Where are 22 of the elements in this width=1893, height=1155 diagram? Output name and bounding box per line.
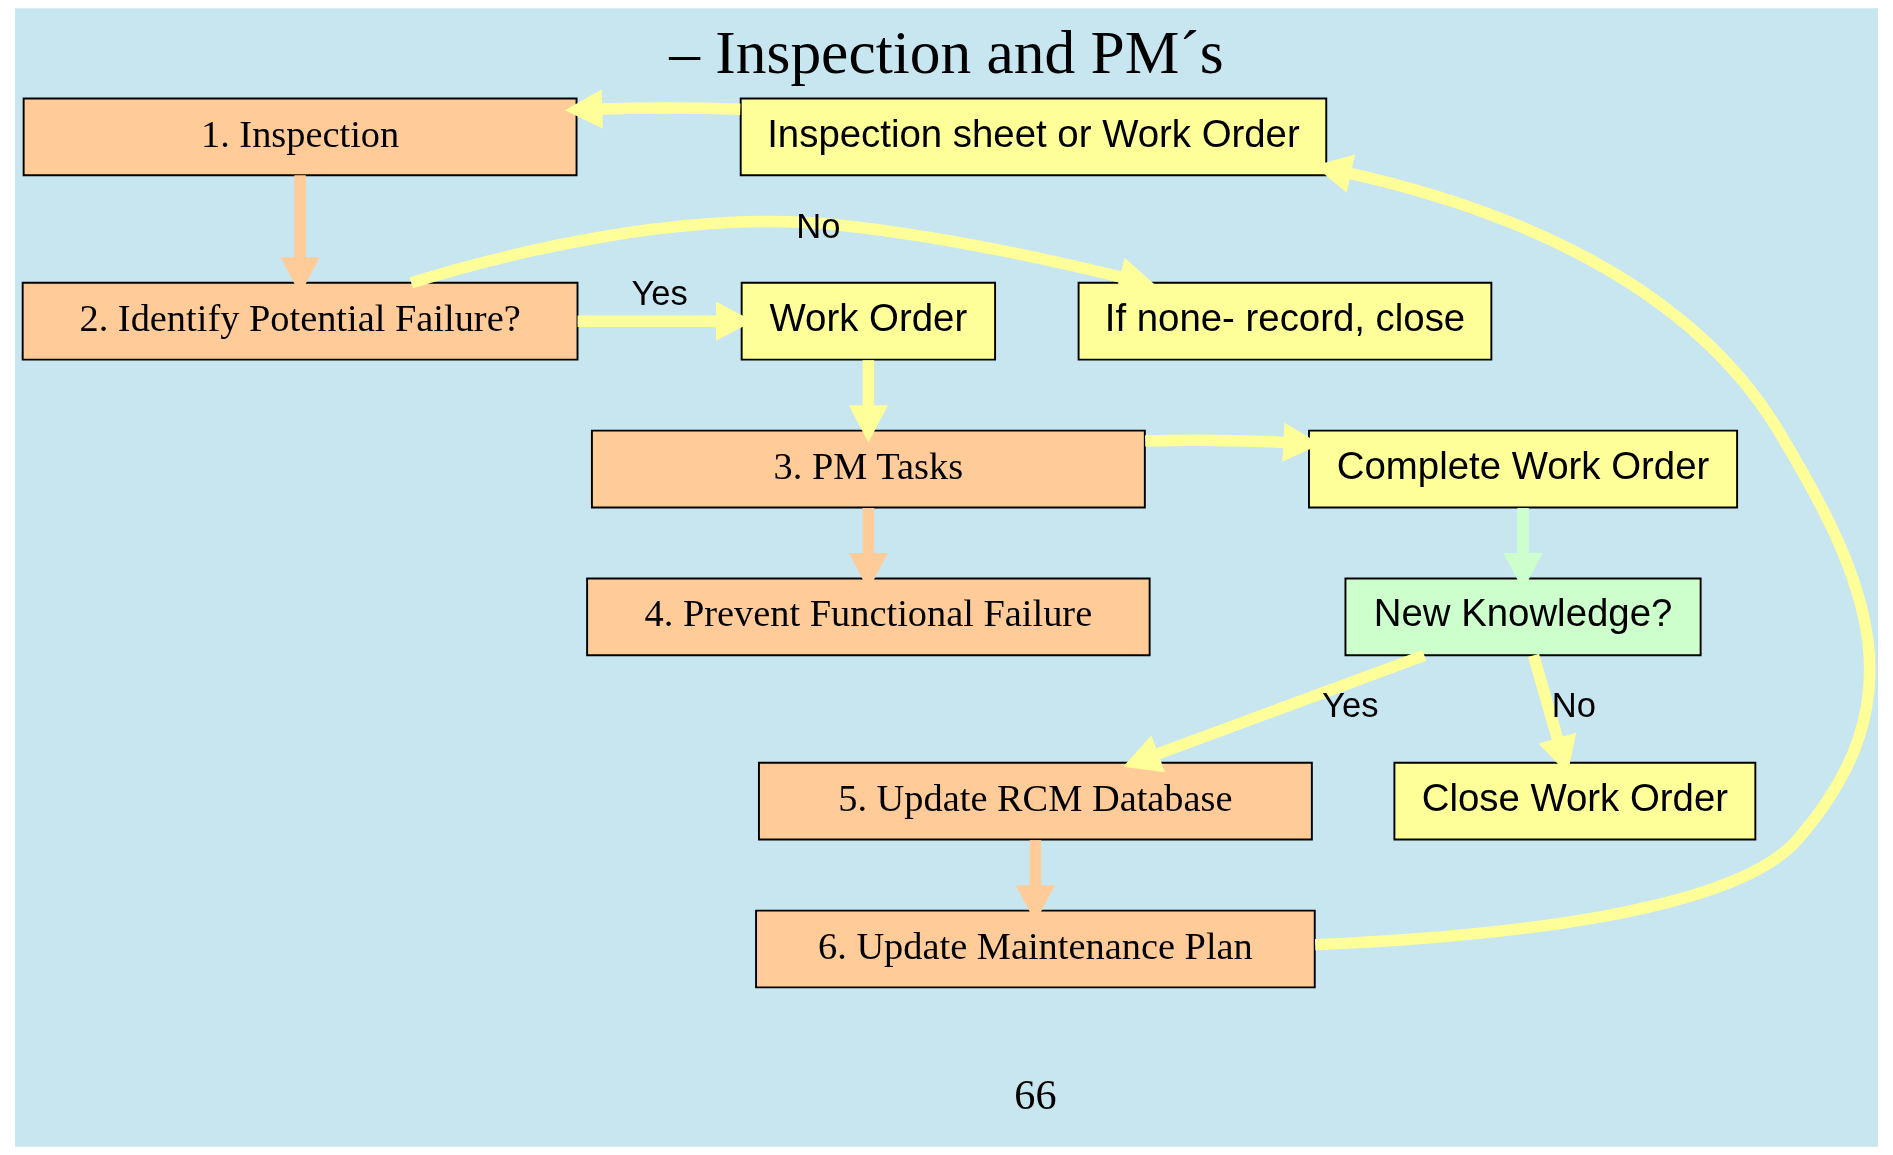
arrow [1123,649,1427,773]
edge-label: Yes [631,273,688,312]
edge-label: Yes [1322,686,1379,725]
node-box: Work Order [740,281,997,361]
label: 66 [1014,1071,1057,1119]
arrow [564,89,741,129]
diagram-title: – Inspection and PM´s [669,17,1224,86]
node-box: 3. PM Tasks [590,429,1146,509]
node-box: New Knowledge? [1344,577,1702,657]
node-box: Complete Work Order [1308,429,1739,509]
arrow [848,360,888,443]
node-box: 5. Update RCM Database [758,761,1313,841]
node-box: Inspection sheet or Work Order [739,97,1328,177]
node-box: 1. Inspection [22,97,578,177]
node-box: 4. Prevent Functional Failure [586,577,1151,657]
edge-label: No [1551,686,1596,725]
edge-label: No [796,206,841,245]
node-box: 6. Update Maintenance Plan [755,909,1316,989]
node-box: If none- record, close [1077,281,1493,361]
node-box: Close Work Order [1393,761,1757,841]
arrow [1314,154,1875,951]
node-box: 2. Identify Potential Failure? [21,281,579,361]
